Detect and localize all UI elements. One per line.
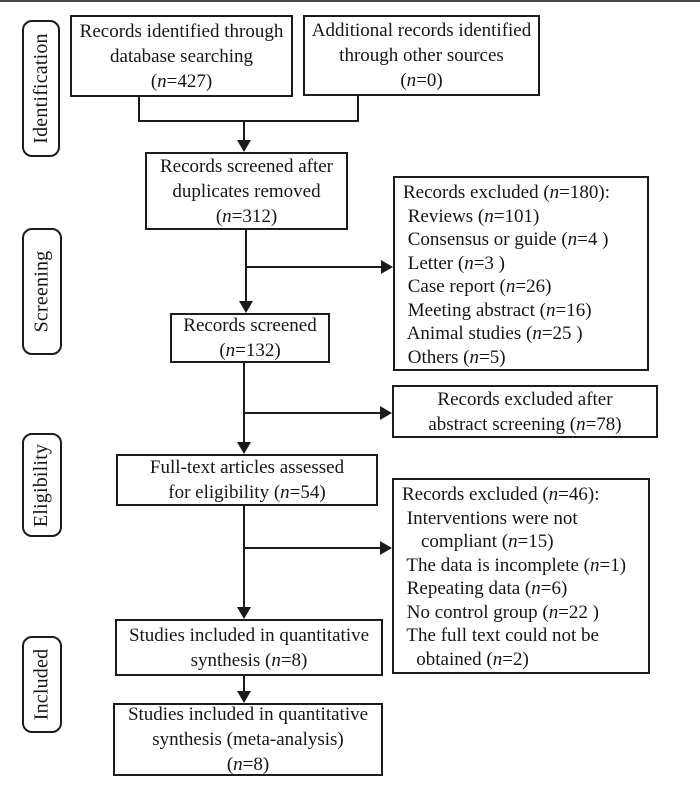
stage-included-label: Included bbox=[30, 648, 53, 721]
box-text-line: Interventions were not bbox=[402, 507, 578, 529]
arrowhead-down-icon bbox=[239, 301, 253, 313]
box-text-line: (n=312) bbox=[215, 205, 278, 227]
arrowhead-down-icon bbox=[237, 607, 251, 619]
box-text-line: Records excluded (n=180): bbox=[403, 182, 610, 203]
box-text-line: Consensus or guide (n=4 ) bbox=[403, 229, 609, 250]
box-text-line: The data is incomplete (n=1) bbox=[402, 554, 627, 576]
box-text-line: Additional records identified bbox=[311, 20, 532, 41]
box-excluded-fulltext: Records excluded (n=46): Interventions w… bbox=[392, 478, 650, 674]
arrow-fulltext-to-quantitative bbox=[243, 506, 245, 608]
box-quantitative-synthesis: Studies included in quantitative synthesi… bbox=[115, 619, 383, 676]
box-text-line: through other sources bbox=[339, 45, 504, 66]
box-text-line: (n=427) bbox=[150, 70, 213, 92]
arrow-screened-to-fulltext bbox=[243, 363, 245, 443]
box-text-line: Records excluded (n=46): bbox=[402, 484, 600, 505]
box-text-line: synthesis (n=8) bbox=[190, 649, 308, 671]
stage-identification-label: Identification bbox=[29, 33, 52, 144]
stage-eligibility-label: Eligibility bbox=[30, 443, 53, 527]
top-edge-line bbox=[0, 0, 700, 2]
stage-eligibility: Eligibility bbox=[22, 433, 62, 537]
box-text-line: for eligibility (n=54) bbox=[168, 482, 326, 503]
arrow-quantitative-to-meta bbox=[243, 676, 245, 692]
arrow-branch-excluded-abstract bbox=[245, 412, 380, 414]
box-text-line: Records screened after bbox=[159, 155, 333, 177]
box-text-line: Letter (n=3 ) bbox=[403, 252, 505, 274]
connector-additional-stub bbox=[357, 96, 359, 122]
box-text-line: obtained (n=2) bbox=[402, 648, 529, 670]
arrowhead-down-icon bbox=[237, 442, 251, 454]
arrowhead-down-icon bbox=[237, 691, 251, 703]
box-text-line: The full text could not be bbox=[402, 625, 599, 646]
arrowhead-right-icon bbox=[380, 406, 392, 420]
box-text-line: Reviews (n=101) bbox=[403, 205, 540, 227]
stage-screening-label: Screening bbox=[30, 250, 53, 333]
connector-merge-line bbox=[138, 120, 359, 122]
arrow-merge-to-deduplicated bbox=[243, 121, 245, 141]
box-text-line: Studies included in quantitative bbox=[128, 624, 370, 646]
box-text-line: Case report (n=26) bbox=[403, 276, 552, 297]
box-text-line: compliant (n=15) bbox=[402, 531, 554, 552]
box-text-line: Repeating data (n=6) bbox=[402, 578, 568, 599]
box-excluded-screening: Records excluded (n=180): Reviews (n=101… bbox=[393, 176, 649, 371]
arrowhead-right-icon bbox=[380, 541, 392, 555]
box-fulltext-assessed: Full-text articles assessed for eligibili… bbox=[116, 454, 378, 506]
box-records-screened: Records screened (n=132) bbox=[170, 313, 330, 363]
box-text-line: No control group (n=22 ) bbox=[402, 601, 599, 623]
stage-included: Included bbox=[22, 636, 62, 733]
box-text-line: Meeting abstract (n=16) bbox=[403, 299, 592, 321]
box-text-line: (n=132) bbox=[219, 340, 281, 361]
box-text-line: (n=8) bbox=[226, 754, 270, 775]
box-text-line: database searching bbox=[110, 45, 253, 67]
box-records-identified: Records identified through database searc… bbox=[70, 15, 293, 97]
stage-identification: Identification bbox=[22, 20, 60, 157]
stage-screening: Screening bbox=[22, 228, 62, 355]
box-text-line: synthesis (meta-analysis) bbox=[152, 729, 344, 750]
box-text-line: Studies included in quantitative bbox=[127, 704, 369, 725]
box-text-line: Others (n=5) bbox=[403, 346, 506, 368]
box-text-line: Full-text articles assessed bbox=[149, 457, 345, 478]
box-text-line: Animal studies (n=25 ) bbox=[403, 323, 583, 344]
box-text-line: abstract screening (n=78) bbox=[428, 413, 622, 435]
box-text-line: duplicates removed bbox=[172, 180, 321, 202]
box-additional-records: Additional records identified through oth… bbox=[303, 15, 540, 96]
box-meta-analysis: Studies included in quantitative synthesi… bbox=[113, 703, 383, 776]
arrow-branch-excluded-screening bbox=[247, 266, 381, 268]
connector-identified-stub bbox=[138, 97, 140, 122]
arrow-deduplicated-to-screened bbox=[245, 230, 247, 302]
arrow-branch-excluded-fulltext bbox=[245, 547, 380, 549]
box-duplicates-removed: Records screened after duplicates removed… bbox=[145, 152, 348, 230]
box-excluded-abstract: Records excluded after abstract screening… bbox=[392, 385, 658, 438]
arrowhead-right-icon bbox=[381, 260, 393, 274]
box-text-line: Records identified through bbox=[79, 20, 284, 42]
box-text-line: Records screened bbox=[183, 315, 317, 336]
box-text-line: (n=0) bbox=[400, 70, 443, 91]
box-text-line: Records excluded after bbox=[437, 388, 613, 410]
arrowhead-down-icon bbox=[237, 140, 251, 152]
